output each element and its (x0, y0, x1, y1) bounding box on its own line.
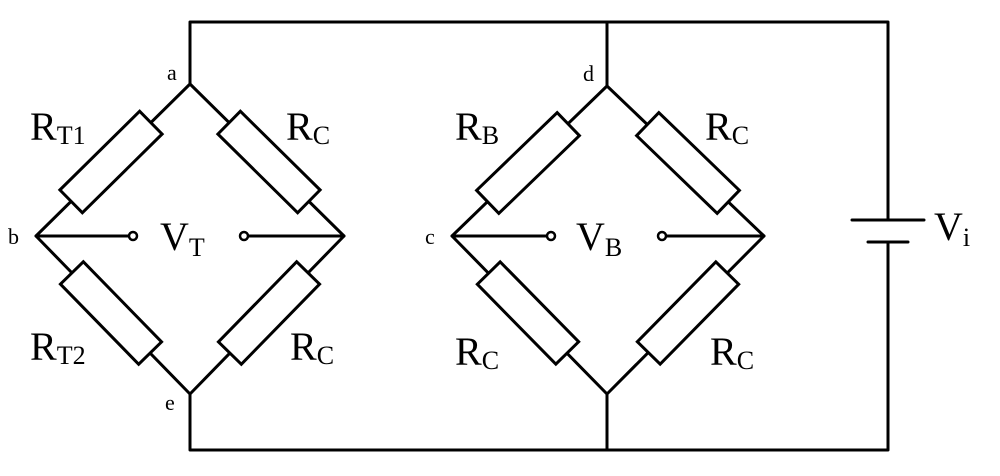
resistor-rb (474, 110, 582, 216)
node-label-b: b (8, 224, 19, 249)
vt-terminal-left (127, 230, 139, 242)
label-rc-right-bottom-right: RC (710, 329, 754, 375)
vt-terminal-right (238, 230, 250, 242)
resistor-rc-left-top (215, 109, 323, 215)
label-rt1: RT1 (30, 104, 86, 150)
resistor-rc-left-bottom (216, 259, 322, 367)
label-rb: RB (455, 104, 499, 150)
label-vb: VB (576, 214, 622, 262)
outer-wiring (188, 20, 890, 452)
label-vt: VT (160, 214, 205, 262)
resistor-rc-right-top (634, 110, 742, 216)
bottom-wire (188, 240, 890, 452)
node-label-e: e (165, 390, 175, 415)
node-label-d: d (583, 61, 594, 86)
label-rc-right-top: RC (705, 104, 749, 150)
label-rc-left-top: RC (286, 104, 330, 150)
node-label-c: c (425, 224, 435, 249)
label-rt2: RT2 (30, 324, 86, 370)
battery-symbol (850, 218, 926, 244)
node-label-a: a (167, 60, 177, 85)
vb-terminal-left (545, 230, 557, 242)
label-rc-right-bottom-left: RC (455, 329, 499, 375)
resistor-rt2 (58, 259, 164, 367)
top-wire (188, 20, 890, 222)
vb-terminal-right (656, 230, 668, 242)
label-rc-left-bottom: RC (290, 324, 334, 370)
resistor-rc-right-bottom-left (475, 259, 581, 367)
resistor-rt1 (57, 109, 165, 215)
label-vi: Vi (934, 204, 970, 252)
resistor-rc-right-bottom-right (635, 259, 741, 367)
